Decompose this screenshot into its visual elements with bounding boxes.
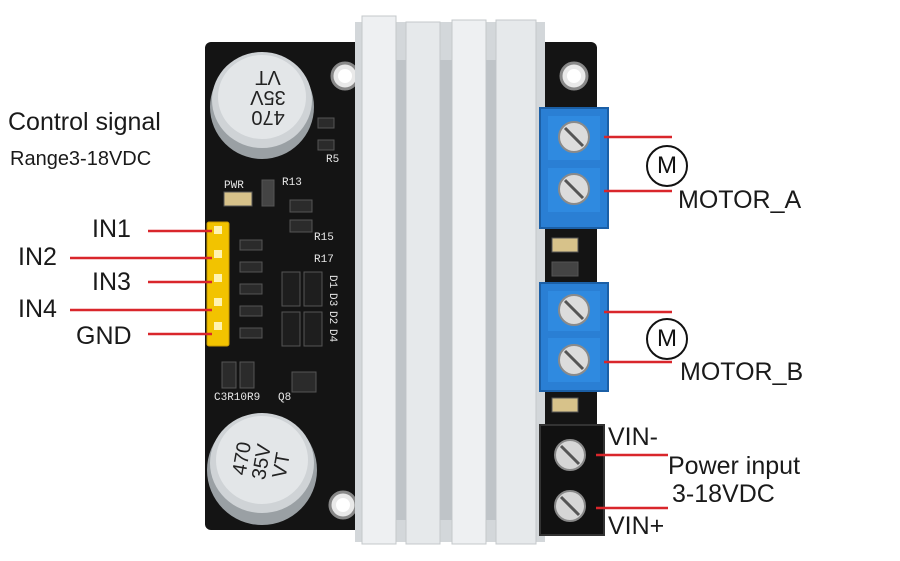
input-label-in4: IN4: [18, 295, 57, 323]
motor-b-symbol: M: [646, 318, 688, 360]
silk-r5: R5: [326, 154, 339, 166]
cap-top-label-1: 470: [251, 106, 284, 128]
silk-d3: D3: [326, 293, 338, 306]
silkscreen: PWR R13 R5 R15 R17 C3R10R9 Q8 D1 D3 D2 D…: [214, 154, 339, 404]
input-label-in2: IN2: [18, 243, 57, 271]
silk-d4: D4: [326, 329, 338, 343]
input-label-in3: IN3: [92, 268, 131, 296]
silk-r9: C3R10R9: [214, 392, 260, 404]
power-input-title: Power input: [668, 452, 801, 480]
control-signal-range: Range3-18VDC: [10, 148, 152, 170]
vin-plus-label: VIN+: [608, 512, 665, 540]
silk-d1: D1: [326, 275, 338, 289]
header-pins: [206, 221, 230, 347]
silk-pwr: PWR: [224, 180, 244, 192]
cap-top-label-2: 35V: [250, 86, 286, 108]
silk-r15: R15: [314, 232, 334, 244]
control-signal-title: Control signal: [8, 108, 161, 136]
power-input-range: 3-18VDC: [672, 480, 775, 508]
motor-a-label: MOTOR_A: [678, 186, 802, 214]
vin-minus-label: VIN-: [608, 423, 658, 451]
silk-r13: R13: [282, 177, 302, 189]
mounting-holes: [328, 61, 589, 520]
silk-r17: R17: [314, 254, 334, 266]
capacitor-bottom: 470 35V VT: [207, 413, 317, 525]
terminal-power: [539, 424, 605, 536]
silk-d2: D2: [326, 311, 338, 324]
cap-bottom-label-3: VT: [269, 451, 295, 480]
smd-components: [221, 117, 579, 413]
capacitor-top: 470 35V VT: [210, 52, 314, 159]
motor-b-label: MOTOR_B: [680, 358, 804, 386]
terminal-motor-a: [539, 107, 609, 229]
silk-q8: Q8: [278, 392, 291, 404]
cap-top-label-3: VT: [255, 66, 281, 88]
motor-a-symbol: M: [646, 145, 688, 187]
terminal-motor-b: [539, 282, 609, 392]
pointer-lines: [70, 135, 672, 510]
heatsink: [355, 15, 545, 545]
input-label-in1: IN1: [92, 215, 131, 243]
input-label-gnd: GND: [76, 322, 132, 350]
